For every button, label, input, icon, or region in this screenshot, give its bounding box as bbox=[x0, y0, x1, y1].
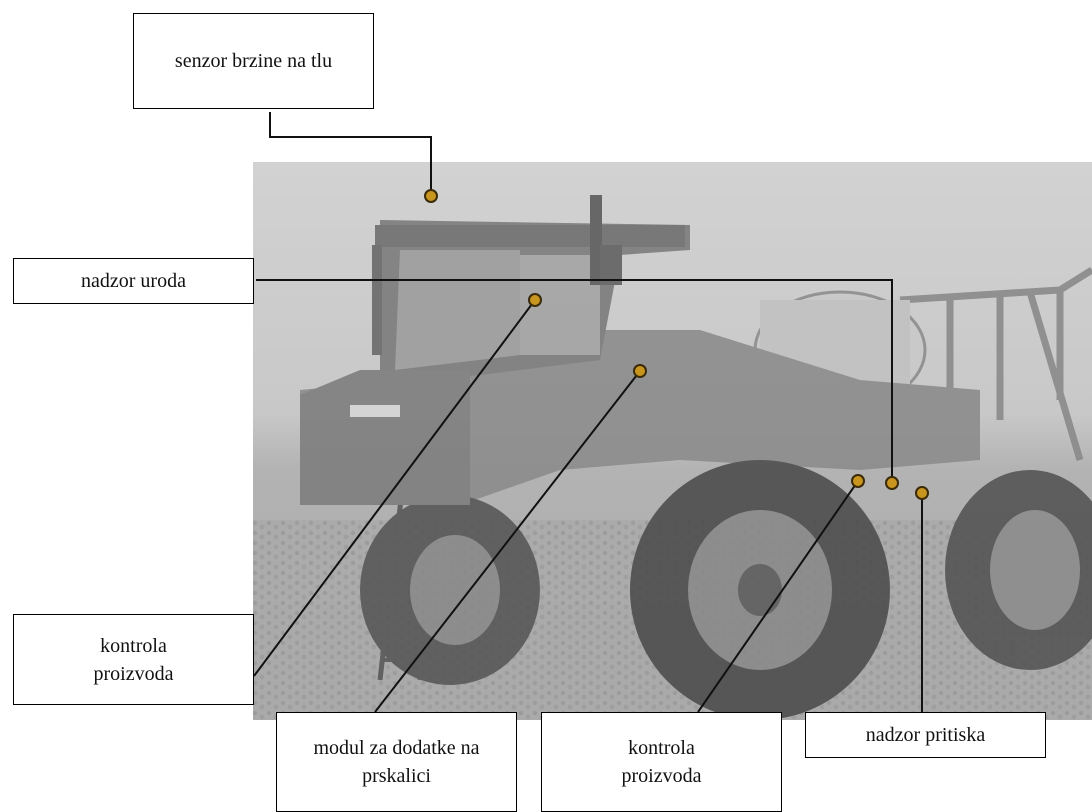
leader-line-yield bbox=[256, 279, 893, 483]
label-sprayer-addon-module: modul za dodatke na prskalici bbox=[276, 712, 517, 812]
label-sprayer-addon-module-text: modul za dodatke na prskalici bbox=[313, 737, 480, 787]
marker-pressure-monitor bbox=[915, 486, 929, 500]
leader-lines bbox=[253, 112, 923, 713]
leader-line-product-bottom bbox=[697, 480, 859, 713]
label-yield-monitor: nadzor uroda bbox=[13, 258, 254, 304]
label-product-control-bottom-text: kontrola proizvoda bbox=[621, 737, 702, 787]
markers bbox=[424, 189, 929, 500]
leader-line-product-left bbox=[253, 299, 536, 677]
marker-sprayer-module bbox=[633, 364, 647, 378]
label-product-control-left: kontrola proizvoda bbox=[13, 614, 254, 705]
label-yield-monitor-text: nadzor uroda bbox=[81, 270, 186, 292]
sprayer-vehicle bbox=[300, 195, 1092, 720]
label-product-control-left-text: kontrola proizvoda bbox=[93, 634, 174, 685]
label-ground-speed-sensor-text: senzor brzine na tlu bbox=[174, 50, 333, 72]
marker-product-control-left bbox=[528, 293, 542, 307]
leader-line-speed bbox=[269, 112, 432, 196]
label-pressure-monitor-text: nadzor pritiska bbox=[865, 724, 986, 746]
label-pressure-monitor: nadzor pritiska bbox=[805, 712, 1046, 758]
marker-ground-speed-sensor bbox=[424, 189, 438, 203]
label-ground-speed-sensor: senzor brzine na tlu bbox=[133, 13, 374, 109]
marker-yield-monitor bbox=[885, 476, 899, 490]
marker-product-control-bottom bbox=[851, 474, 865, 488]
leader-line-module bbox=[374, 370, 641, 713]
label-product-control-bottom: kontrola proizvoda bbox=[541, 712, 782, 812]
